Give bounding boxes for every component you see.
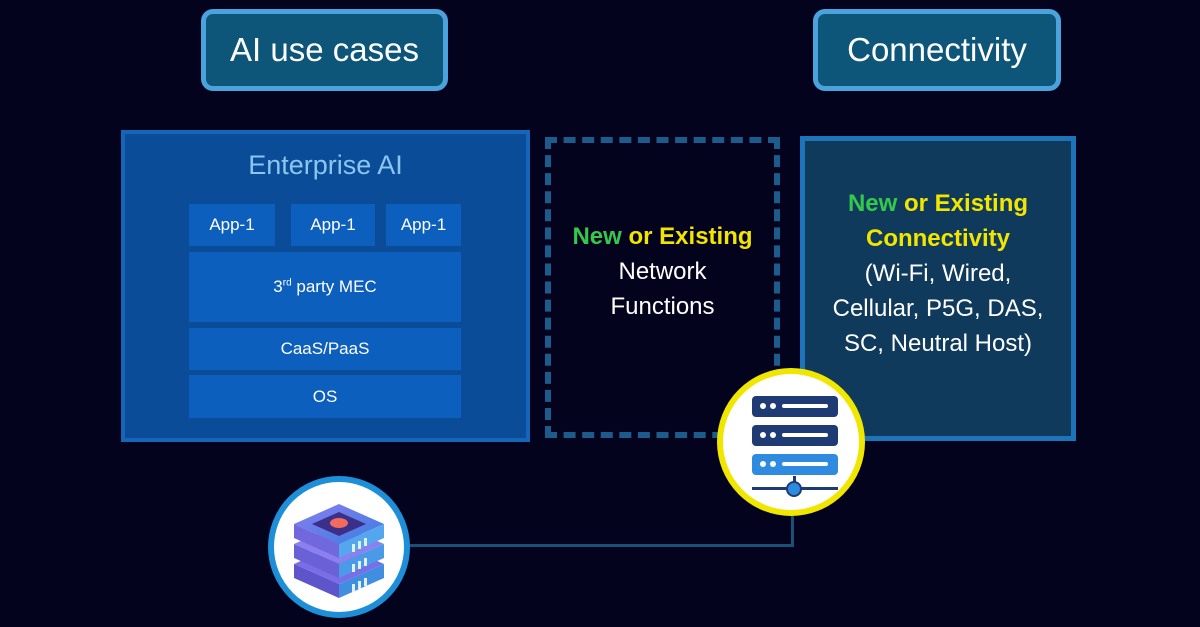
network-functions-text: New or Existing Network Functions [545, 219, 780, 324]
enterprise-ai-title: Enterprise AI [248, 150, 403, 180]
connectivity-label: Connectivity [847, 31, 1027, 68]
functions-line: Functions [610, 293, 715, 320]
caas-paas-label: CaaS/PaaS [280, 339, 370, 358]
server-stack-icon [268, 476, 410, 618]
network-line: Network [618, 258, 707, 285]
app-block-1: App-1 [189, 204, 275, 246]
app-block-3: App-1 [386, 204, 461, 246]
server-rack-icon [717, 368, 865, 516]
ai-use-cases-label: AI use cases [230, 31, 419, 68]
connectivity-text: New or Existing Connectivity (Wi-Fi, Wir… [800, 186, 1076, 361]
caas-paas-block: CaaS/PaaS [189, 328, 461, 370]
server-stack-graphic [294, 504, 384, 598]
app-label: App-1 [310, 215, 356, 234]
types-line-1: (Wi-Fi, Wired, [864, 260, 1012, 287]
new-or-existing-line: New or Existing [572, 223, 753, 250]
connectivity-header: Connectivity [813, 9, 1061, 91]
network-functions-box [545, 137, 780, 438]
mec-block: 3rd party MEC [189, 252, 461, 322]
os-block: OS [189, 375, 461, 418]
connector-line-horizontal [405, 544, 794, 547]
rack-unit-2 [752, 425, 838, 446]
app-label: App-1 [400, 215, 447, 234]
rack-unit-3 [752, 454, 838, 475]
app-label: App-1 [209, 215, 255, 234]
new-or-existing-line: New or Existing [847, 190, 1029, 217]
types-line-3: SC, Neutral Host) [843, 330, 1033, 357]
connectivity-box [800, 136, 1076, 441]
ai-use-cases-header: AI use cases [201, 9, 448, 91]
enterprise-ai-panel: Enterprise AI App-1 App-1 App-1 3rd part… [121, 130, 530, 442]
mec-label: 3rd party MEC [273, 277, 377, 296]
connectivity-line: Connectivity [865, 225, 1011, 252]
app-block-2: App-1 [291, 204, 375, 246]
os-label: OS [312, 386, 338, 406]
rack-unit-1 [752, 396, 838, 417]
types-line-2: Cellular, P5G, DAS, [832, 295, 1044, 322]
connector-line-vertical [791, 492, 794, 547]
